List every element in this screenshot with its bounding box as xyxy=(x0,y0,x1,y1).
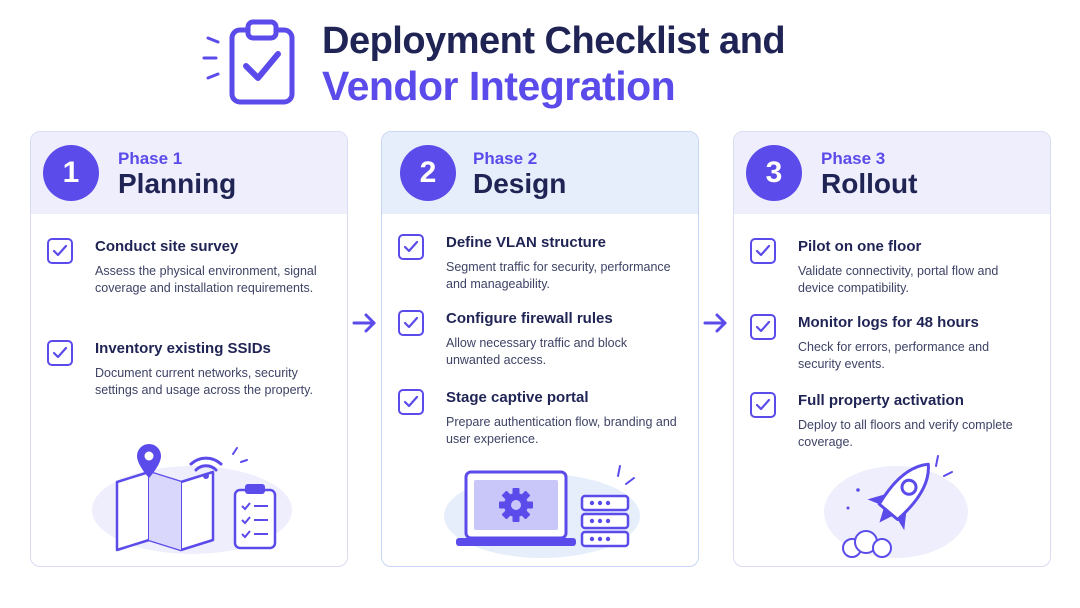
phase-label: Phase 1 xyxy=(118,149,183,168)
checkbox-checked-icon[interactable] xyxy=(398,310,424,336)
rocket-icon xyxy=(824,455,968,558)
page-title-line2: Vendor Integration xyxy=(322,63,676,109)
item-title: Full property activation xyxy=(798,392,964,409)
phase-number-badge: 2 xyxy=(400,145,456,201)
phase-name: Planning xyxy=(118,168,237,199)
item-title: Conduct site survey xyxy=(95,238,239,255)
item-title: Monitor logs for 48 hours xyxy=(798,314,979,331)
phase-card-3: 3 Phase 3 Rollout Pilot on one floor Val… xyxy=(733,131,1051,567)
laptop-gear-server-icon xyxy=(444,465,640,558)
phase-label: Phase 3 xyxy=(821,149,886,168)
item-description: Document current networks, security sett… xyxy=(95,366,313,397)
checkbox-checked-icon[interactable] xyxy=(398,234,424,260)
item-title: Stage captive portal xyxy=(446,389,589,406)
item-description: Assess the physical environment, signal … xyxy=(95,264,317,295)
phase-name: Rollout xyxy=(821,168,918,199)
phase-number-badge: 3 xyxy=(746,145,802,201)
checkbox-checked-icon[interactable] xyxy=(47,340,73,366)
item-title: Inventory existing SSIDs xyxy=(95,340,271,357)
checkbox-checked-icon[interactable] xyxy=(398,389,424,415)
checkbox-checked-icon[interactable] xyxy=(47,238,73,264)
phase-header: 1 Phase 1 Planning xyxy=(31,132,347,214)
phase-label: Phase 2 xyxy=(473,149,538,168)
header: Deployment Checklist and Vendor Integrat… xyxy=(0,0,1080,125)
checkbox-checked-icon[interactable] xyxy=(750,238,776,264)
item-description: Check for errors, performance and securi… xyxy=(798,340,990,371)
item-title: Configure firewall rules xyxy=(446,310,613,327)
clipboard-check-icon xyxy=(202,19,295,105)
map-wifi-clipboard-icon xyxy=(92,444,292,554)
item-description: Validate connectivity, portal flow and d… xyxy=(798,264,999,295)
item-description: Prepare authentication flow, branding an… xyxy=(446,415,677,446)
page-title-line1: Deployment Checklist and xyxy=(322,20,786,62)
item-description: Deploy to all floors and verify complete… xyxy=(798,418,1013,449)
item-description: Allow necessary traffic and block unwant… xyxy=(446,336,628,367)
item-title: Pilot on one floor xyxy=(798,238,922,255)
phase-header: 2 Phase 2 Design xyxy=(382,132,698,214)
item-title: Define VLAN structure xyxy=(446,234,607,251)
arrow-right-icon xyxy=(352,313,376,333)
phase-card-1: 1 Phase 1 Planning Conduct site survey A… xyxy=(30,131,348,567)
arrow-right-icon xyxy=(703,313,727,333)
checkbox-checked-icon[interactable] xyxy=(750,314,776,340)
item-description: Segment traffic for security, performanc… xyxy=(446,260,671,291)
phase-number-badge: 1 xyxy=(43,145,99,201)
checkbox-checked-icon[interactable] xyxy=(750,392,776,418)
phase-header: 3 Phase 3 Rollout xyxy=(734,132,1050,214)
phase-card-2: 2 Phase 2 Design Define VLAN structure S… xyxy=(381,131,699,567)
phase-name: Design xyxy=(473,168,567,199)
